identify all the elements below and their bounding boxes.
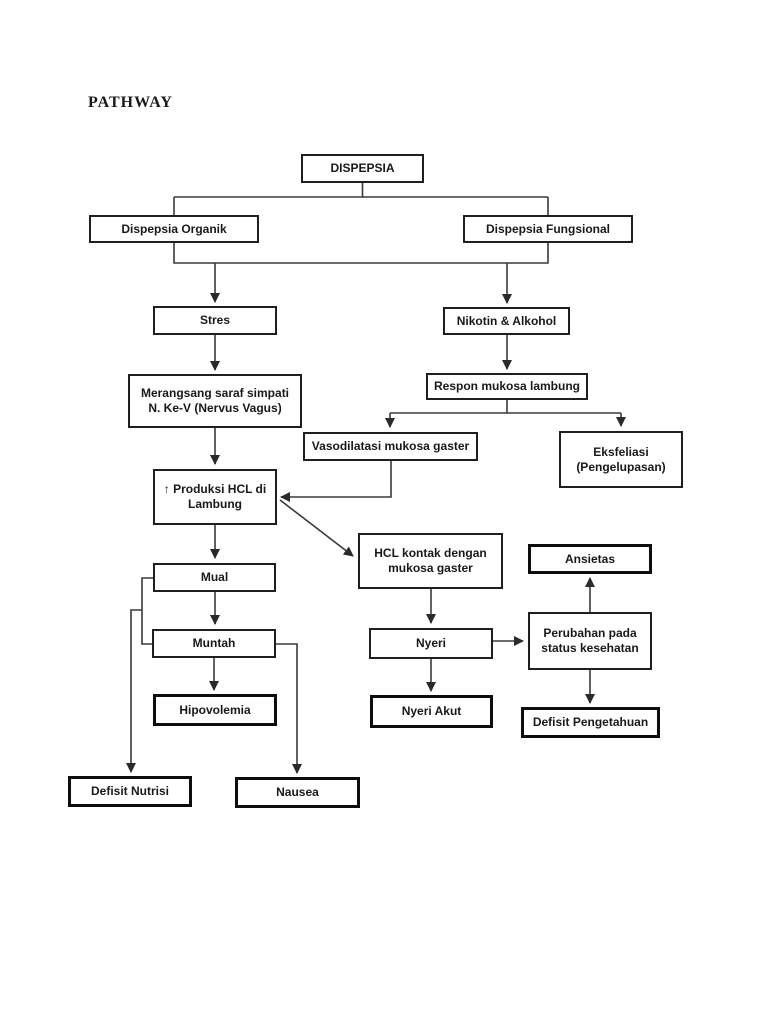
node-dispepsia-fungsional: Dispepsia Fungsional: [463, 215, 633, 243]
node-muntah: Muntah: [152, 629, 276, 658]
node-mual: Mual: [153, 563, 276, 592]
node-nyeri: Nyeri: [369, 628, 493, 659]
node-dispepsia: DISPEPSIA: [301, 154, 424, 183]
page-title: PATHWAY: [88, 94, 173, 111]
node-nyeri-akut: Nyeri Akut: [370, 695, 493, 728]
node-nausea: Nausea: [235, 777, 360, 808]
node-nikotin-alkohol: Nikotin & Alkohol: [443, 307, 570, 335]
node-defisit-pengetahuan: Defisit Pengetahuan: [521, 707, 660, 738]
node-ansietas: Ansietas: [528, 544, 652, 574]
node-vasodilatasi: Vasodilatasi mukosa gaster: [303, 432, 478, 461]
node-defisit-nutrisi: Defisit Nutrisi: [68, 776, 192, 807]
node-perubahan-status: Perubahan pada status kesehatan: [528, 612, 652, 670]
node-dispepsia-organik: Dispepsia Organik: [89, 215, 259, 243]
node-eksfeliasi: Eksfeliasi (Pengelupasan): [559, 431, 683, 488]
node-hcl-kontak: HCL kontak dengan mukosa gaster: [358, 533, 503, 589]
node-merangsang-saraf: Merangsang saraf simpati N. Ke-V (Nervus…: [128, 374, 302, 428]
node-produksi-hcl: ↑ Produksi HCL di Lambung: [153, 469, 277, 525]
node-hipovolemia: Hipovolemia: [153, 694, 277, 726]
node-respon-mukosa: Respon mukosa lambung: [426, 373, 588, 400]
node-stres: Stres: [153, 306, 277, 335]
